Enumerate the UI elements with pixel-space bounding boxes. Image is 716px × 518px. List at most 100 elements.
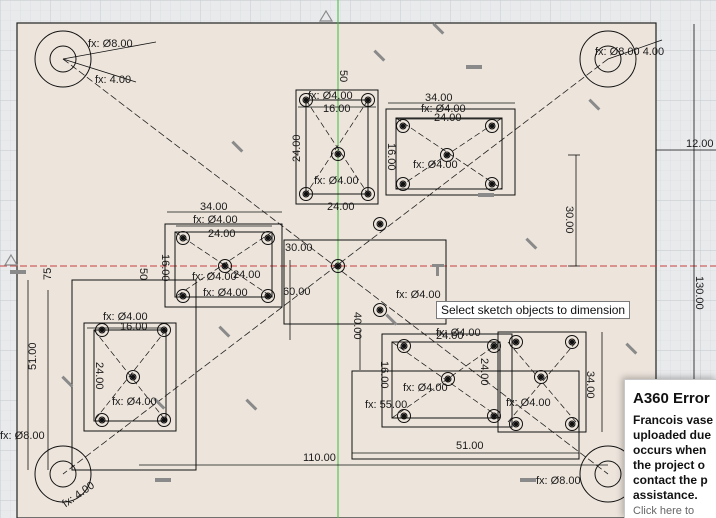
small-holes[interactable] (95, 93, 579, 431)
dim-30[interactable]: 30.00 (563, 206, 575, 234)
dim-br-fx8[interactable]: fx: Ø8.00 (536, 475, 581, 487)
horizontal-constraint-icon[interactable] (155, 478, 171, 482)
hole-center-point[interactable] (222, 263, 228, 269)
hole-center-point[interactable] (365, 97, 371, 103)
parallel-constraint-icon[interactable] (385, 313, 398, 326)
dim-tc-bottom-24[interactable]: 24.00 (327, 201, 355, 213)
dim-tc-16[interactable]: 16.00 (323, 103, 351, 115)
hole-circle[interactable] (176, 231, 190, 245)
dim-v50-top[interactable]: 50 (337, 70, 349, 82)
hole-center-point[interactable] (401, 413, 407, 419)
symmetric-constraint-icon-left[interactable] (3, 253, 19, 266)
hole-circle[interactable] (512, 420, 520, 428)
dim-tr-16[interactable]: 16.00 (385, 143, 397, 171)
hole-circle[interactable] (534, 370, 548, 384)
hole-center-point[interactable] (265, 293, 271, 299)
hole-center-point[interactable] (99, 417, 105, 423)
hole-center-point[interactable] (161, 417, 167, 423)
hole-circle[interactable] (331, 259, 345, 273)
hole-circle[interactable] (376, 306, 384, 314)
dim-12[interactable]: 12.00 (686, 138, 714, 150)
hole-circle[interactable] (98, 326, 106, 334)
hole-circle[interactable] (160, 416, 168, 424)
hole-circle[interactable] (399, 122, 407, 130)
parallel-constraint-icon[interactable] (373, 49, 386, 62)
hole-circle[interactable] (264, 234, 272, 242)
hole-center-point[interactable] (180, 235, 186, 241)
dim-ml-diameter-2[interactable]: fx: Ø4.00 (192, 271, 237, 283)
hole-center-point[interactable] (569, 421, 575, 427)
parallel-constraint-icon[interactable] (625, 342, 638, 355)
hole-circle[interactable] (160, 326, 168, 334)
hole-circle[interactable] (302, 96, 310, 104)
parallel-constraint-icon[interactable] (588, 98, 601, 111)
hole-center-point[interactable] (401, 343, 407, 349)
a360-error-panel[interactable]: A360 Error Francois vase uploaded due oc… (624, 379, 716, 518)
hole-circle[interactable] (299, 187, 313, 201)
hole-center-point[interactable] (130, 374, 136, 380)
hole-center-point[interactable] (569, 339, 575, 345)
hole-center-point[interactable] (445, 376, 451, 382)
dim-51-bottom[interactable]: 51.00 (456, 440, 484, 452)
hole-circle[interactable] (331, 147, 345, 161)
hole-circle[interactable] (400, 342, 408, 350)
dim-br-16[interactable]: 16.00 (378, 361, 390, 389)
hole-center-point[interactable] (303, 97, 309, 103)
hole-circle[interactable] (95, 413, 109, 427)
error-footer-link[interactable]: Click here to (633, 505, 695, 517)
sketch-rectangles[interactable] (71, 89, 587, 471)
hole-circle[interactable] (400, 412, 408, 420)
hole-circle[interactable] (443, 151, 451, 159)
hole-center-point[interactable] (303, 191, 309, 197)
hole-circle[interactable] (95, 323, 109, 337)
hole-circle[interactable] (157, 413, 171, 427)
hole-circle[interactable] (376, 220, 384, 228)
hole-circle[interactable] (261, 289, 275, 303)
hole-circle[interactable] (397, 409, 411, 423)
dim-top-left-diameter[interactable]: fx: Ø8.00 (88, 38, 133, 50)
symmetric-constraint-icon[interactable] (318, 9, 334, 22)
hole-circle[interactable] (512, 338, 520, 346)
hole-circle[interactable] (396, 177, 410, 191)
horizontal-constraint-icon[interactable] (478, 193, 494, 197)
hole-circle[interactable] (299, 93, 313, 107)
hole-circle[interactable] (129, 373, 137, 381)
dim-br-34[interactable]: 34.00 (584, 371, 596, 399)
hole-circle[interactable] (396, 119, 410, 133)
dim-ml-diameter-3[interactable]: fx: Ø4.00 (203, 287, 248, 299)
dim-bl-diameter-2[interactable]: fx: Ø4.00 (112, 396, 157, 408)
dim-tr-24[interactable]: 24.00 (434, 112, 462, 124)
parallel-constraint-icon[interactable] (153, 397, 166, 410)
dim-br-diameter[interactable]: fx: Ø4.00 (436, 327, 481, 339)
dim-fx8-left[interactable]: fx: Ø8.00 (0, 430, 45, 442)
hole-circle[interactable] (490, 412, 498, 420)
hole-circle[interactable] (568, 338, 576, 346)
hole-circle[interactable] (302, 190, 310, 198)
hole-circle[interactable] (126, 370, 140, 384)
hole-center-point[interactable] (538, 374, 544, 380)
parallel-constraint-icon[interactable] (61, 375, 74, 388)
hole-center-point[interactable] (377, 221, 383, 227)
hole-circle[interactable] (364, 190, 372, 198)
hole-center-point[interactable] (99, 327, 105, 333)
hole-circle[interactable] (397, 339, 411, 353)
dim-br-55[interactable]: fx: 55.00 (365, 399, 407, 411)
dim-br-diameter-3[interactable]: fx: Ø4.00 (506, 397, 551, 409)
dim-ml-34[interactable]: 34.00 (200, 201, 228, 213)
dim-br-24[interactable]: 24.00 (436, 330, 464, 342)
hole-circle[interactable] (565, 417, 579, 431)
dim-tr-diameter[interactable]: fx: Ø4.00 (421, 103, 466, 115)
dim-tr-diameter-2[interactable]: fx: Ø4.00 (413, 159, 458, 171)
dim-ml-16[interactable]: 16.00 (159, 254, 171, 282)
dim-bl-diameter[interactable]: fx: Ø4.00 (103, 311, 148, 323)
hole-circle[interactable] (490, 342, 498, 350)
hole-center-point[interactable] (444, 152, 450, 158)
hole-center-point[interactable] (180, 293, 186, 299)
dim-50[interactable]: 50 (137, 268, 149, 280)
hole-center-point[interactable] (161, 327, 167, 333)
parallel-constraint-icon[interactable] (231, 140, 244, 153)
hole-circle[interactable] (218, 259, 232, 273)
dim-top-left-radius[interactable]: fx: 4.00 (95, 74, 131, 86)
dim-br-diameter-2[interactable]: fx: Ø4.00 (403, 382, 448, 394)
hole-circle[interactable] (399, 180, 407, 188)
